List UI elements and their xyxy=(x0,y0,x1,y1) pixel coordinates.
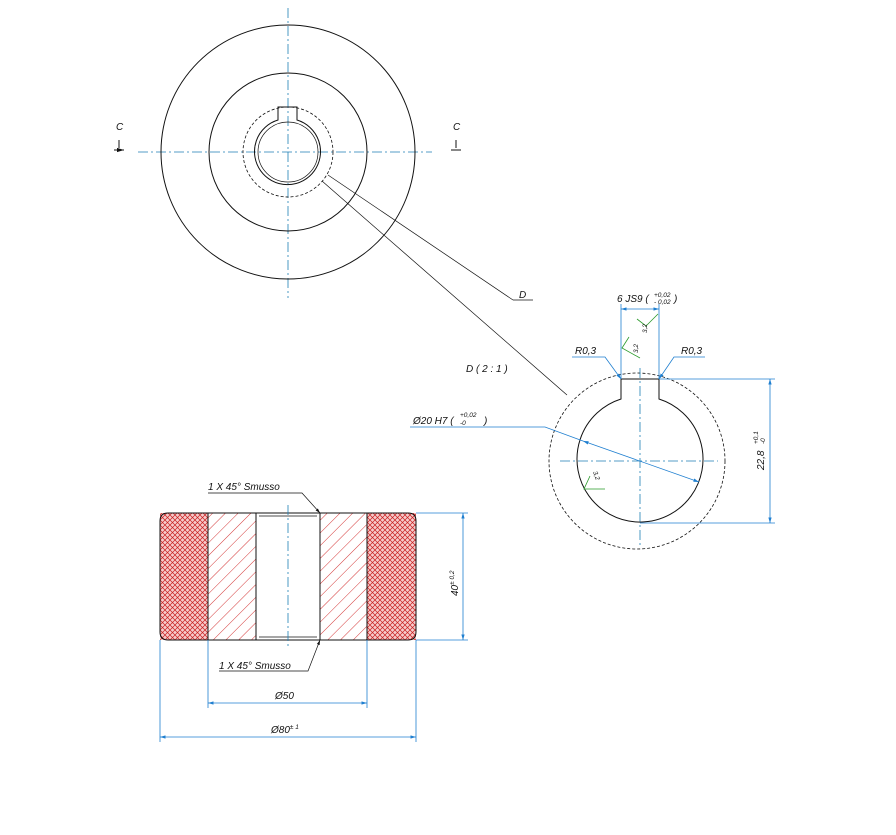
section-label-right: C xyxy=(453,122,461,133)
section-view: 1 X 45° Smusso 1 X 45° Smusso 40± 0,2 Ø5… xyxy=(159,482,468,742)
chamfer-top-leader xyxy=(208,492,321,514)
section-arrow-right xyxy=(451,140,461,151)
bore-diameter-dim xyxy=(582,440,700,483)
fillet-left-label: R0,3 xyxy=(575,346,597,357)
detail-leader xyxy=(321,180,568,396)
keyway-width-lower: - 0,02 xyxy=(654,299,671,306)
keyway-depth-upper: +0,1 xyxy=(753,431,760,444)
hatch-left xyxy=(208,513,256,640)
roughness-value: 3,2 xyxy=(633,344,640,353)
detail-title: D ( 2 : 1 ) xyxy=(466,364,508,375)
outer-circle xyxy=(160,24,416,280)
keyway-width-upper: +0,02 xyxy=(654,292,671,299)
hatch-right xyxy=(320,513,367,640)
outer-diameter-label: Ø80± 1 xyxy=(270,724,299,736)
detail-callout: D xyxy=(519,290,526,301)
crosshatch-right xyxy=(367,513,416,640)
crosshatch-left xyxy=(160,513,208,640)
roughness-symbol xyxy=(621,336,641,359)
keyed-bore-detail xyxy=(576,378,704,523)
chamfer-bottom-leader xyxy=(219,639,321,672)
roughness-value: 3,2 xyxy=(642,324,649,333)
section-outline xyxy=(159,512,417,641)
detail-view: D ( 2 : 1 ) 6 JS9 ( +0,02 - 0,02 ) 3,2 3… xyxy=(410,292,775,550)
paren: ) xyxy=(673,294,677,305)
chamfer-bottom-label: 1 X 45° Smusso xyxy=(219,661,291,672)
keyway-depth-lower: -0 xyxy=(760,438,767,444)
fillet-right-label: R0,3 xyxy=(681,346,703,357)
keyway-width-label: 6 JS9 ( xyxy=(617,294,650,305)
roughness-value: 3,2 xyxy=(591,470,601,481)
fillet-left-leader xyxy=(572,356,622,380)
bore-diameter-upper: +0,02 xyxy=(460,412,477,419)
roughness-symbol xyxy=(636,313,659,327)
bore-diameter-lower: -0 xyxy=(460,420,466,427)
keyway-depth-label: 22,8 xyxy=(756,450,767,471)
chamfer-top-label: 1 X 45° Smusso xyxy=(208,482,280,493)
detail-boundary xyxy=(548,372,726,550)
middle-circle xyxy=(208,72,368,232)
keyed-bore xyxy=(254,106,321,186)
paren: ) xyxy=(483,416,487,427)
inner-diameter-label: Ø50 xyxy=(274,691,294,702)
fillet-right-leader xyxy=(658,356,705,380)
height-label: 40± 0,2 xyxy=(449,570,461,596)
bore-chamfer-circle xyxy=(257,121,319,183)
section-arrow-left xyxy=(114,140,124,150)
bore-diameter-label: Ø20 H7 ( xyxy=(412,416,455,427)
section-label-left: C xyxy=(116,122,124,133)
top-view: D C C xyxy=(114,8,568,396)
